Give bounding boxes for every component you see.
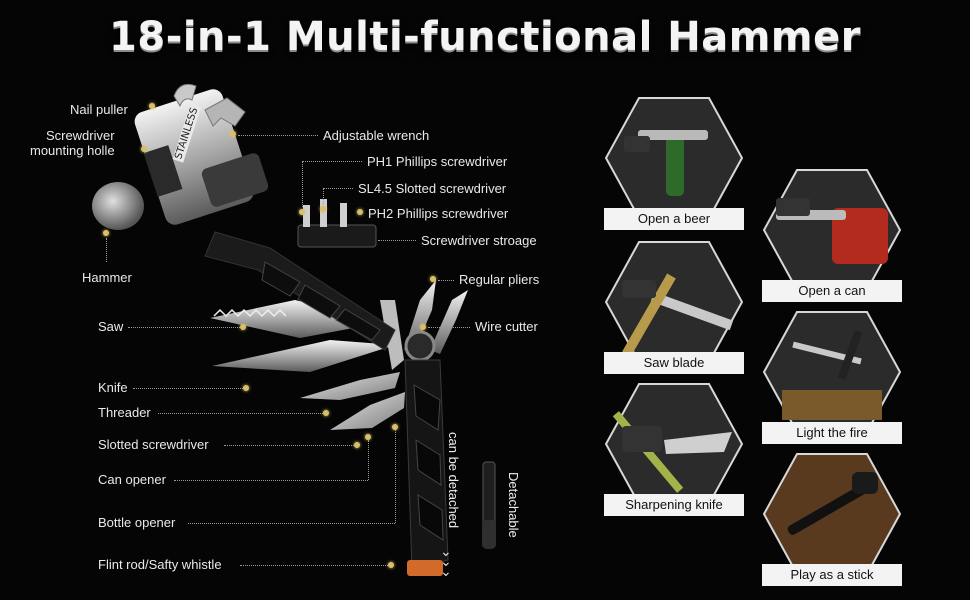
note-can-be-detached: can be detached [446,432,461,529]
callout-ph1: PH1 Phillips screwdriver [367,154,508,169]
hex-tile-play-stick: Play as a stick [762,452,902,586]
leader-line [302,161,303,207]
leader-line [323,188,353,189]
callout-dot [392,424,398,430]
callout-bottle-opener: Bottle opener [98,515,176,530]
page-title: 18-in-1 Multi-functional Hammer [109,14,861,60]
callout-dot [299,209,305,215]
leader-line [323,188,324,204]
hex-tile-open-beer: Open a beer [604,96,744,230]
callout-bit-storage: Screwdriver stroage [421,233,537,248]
hammer-face-shape [92,182,144,230]
hex-caption: Play as a stick [762,564,902,586]
leader-line [438,280,454,281]
svg-text:⌄: ⌄ [440,564,452,580]
leader-line [224,445,354,446]
callout-adjustable-wrench: Adjustable wrench [323,128,430,143]
callout-dot [323,410,329,416]
leader-line [238,135,318,136]
saw-blade-shape [210,300,385,338]
callout-hammer: Hammer [82,270,132,285]
callout-dot [240,324,246,330]
leader-line [106,238,107,262]
leader-line [133,388,243,389]
callout-sl45: SL4.5 Slotted screwdriver [358,181,507,196]
hex-caption: Light the fire [762,422,902,444]
callout-dot [141,146,147,152]
callout-dot [320,206,326,212]
callout-dot [388,562,394,568]
hex-tile-open-can: Open a can [762,168,902,302]
hex-caption: Open a can [762,280,902,302]
svg-text:⌄: ⌄ [440,544,452,560]
leader-line [240,565,388,566]
callout-regular-pliers: Regular pliers [459,272,540,287]
leader-line [158,413,323,414]
callout-dot [365,434,371,440]
svg-text:⌄: ⌄ [440,554,452,570]
hex-caption: Saw blade [604,352,744,374]
leader-line [428,327,470,328]
callout-slotted-screwdriver: Slotted screwdriver [98,437,209,452]
hex-tile-saw-blade: Saw blade [604,240,744,374]
callout-threader: Threader [98,405,151,420]
callout-dot [430,276,436,282]
threader-blade-shape [300,372,400,400]
callout-dot [149,103,155,109]
hex-tile-sharpening-knife: Sharpening knife [604,382,744,516]
hex-caption: Sharpening knife [604,494,744,516]
hex-caption: Open a beer [604,208,744,230]
callout-ph2: PH2 Phillips screwdriver [368,206,509,221]
callout-screwdriver-mounting: Screwdriver mounting holle [30,128,115,158]
callout-dot [354,442,360,448]
hex-tile-light-fire: Light the fire [762,310,902,444]
callout-saw: Saw [98,319,124,334]
callout-nail-puller: Nail puller [70,102,128,117]
callout-flint-rod: Flint rod/Safty whistle [98,557,222,572]
callout-dot [230,131,236,137]
leader-line [302,161,362,162]
knife-blade-shape [212,340,395,372]
leader-line [128,327,240,328]
callout-dot [243,385,249,391]
note-detachable: Detachable [506,472,521,538]
callout-dot [103,230,109,236]
callout-knife: Knife [98,380,128,395]
leader-line [368,440,369,480]
leader-line [395,430,396,523]
leader-line [378,240,416,241]
callout-wire-cutter: Wire cutter [475,319,538,334]
callout-can-opener: Can opener [98,472,166,487]
callout-dot [420,324,426,330]
leader-line [188,523,395,524]
leader-line [174,480,368,481]
callout-dot [357,209,363,215]
